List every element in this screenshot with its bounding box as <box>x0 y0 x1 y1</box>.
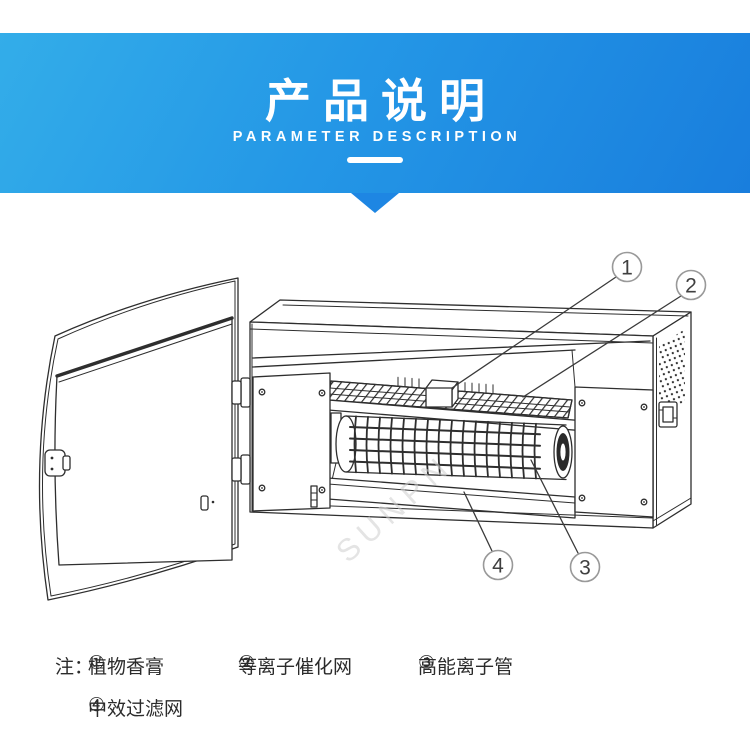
callout-2-badge <box>675 269 707 301</box>
legend-item-4-label: 中效过滤网 <box>88 699 184 720</box>
callouts: 1 2 3 4 <box>451 251 707 583</box>
legend-item-3-label: 高能离子管 <box>418 657 514 678</box>
device-illustration: SUNPN 1 2 3 4 <box>0 250 750 630</box>
screws <box>258 388 648 506</box>
callout-3-number: 3 <box>579 557 591 580</box>
header-banner-inner: 产品说明 PARAMETER DESCRIPTION <box>0 33 750 193</box>
interior-side-panels <box>252 372 654 518</box>
panel-bracket <box>310 485 318 508</box>
callout-4-badge <box>482 549 514 581</box>
callout-3-badge <box>569 551 601 583</box>
open-door <box>38 277 239 601</box>
side-latch <box>658 401 678 428</box>
callout-1-badge <box>611 251 643 283</box>
vent-grille <box>659 329 685 418</box>
legend-item-2-number: ② <box>238 653 256 674</box>
hinges <box>231 377 251 485</box>
legend-item-1-label: 植物香膏 <box>88 657 165 678</box>
ion-tube <box>330 412 573 481</box>
page-title: 产品说明 <box>265 75 497 127</box>
title-underline-dash <box>347 157 403 163</box>
cabinet-interior <box>251 340 654 519</box>
legend-item-1-number: ① <box>88 653 106 674</box>
callout-1-number: 1 <box>621 257 633 280</box>
header-banner: 产品说明 PARAMETER DESCRIPTION <box>0 33 750 193</box>
legend-note-label: 注： <box>55 657 94 678</box>
callout-4-number: 4 <box>492 555 504 578</box>
banner-pointer-triangle <box>351 193 399 213</box>
page-subtitle: PARAMETER DESCRIPTION <box>232 129 522 145</box>
legend-item-3-number: ③ <box>418 653 436 674</box>
balm-box <box>425 379 459 408</box>
door-clip <box>200 495 215 511</box>
door-latch <box>44 449 71 477</box>
callout-2-number: 2 <box>685 275 697 298</box>
legend-item-2-label: 等离子催化网 <box>238 657 353 678</box>
legend-item-4-number: ④ <box>88 695 106 716</box>
